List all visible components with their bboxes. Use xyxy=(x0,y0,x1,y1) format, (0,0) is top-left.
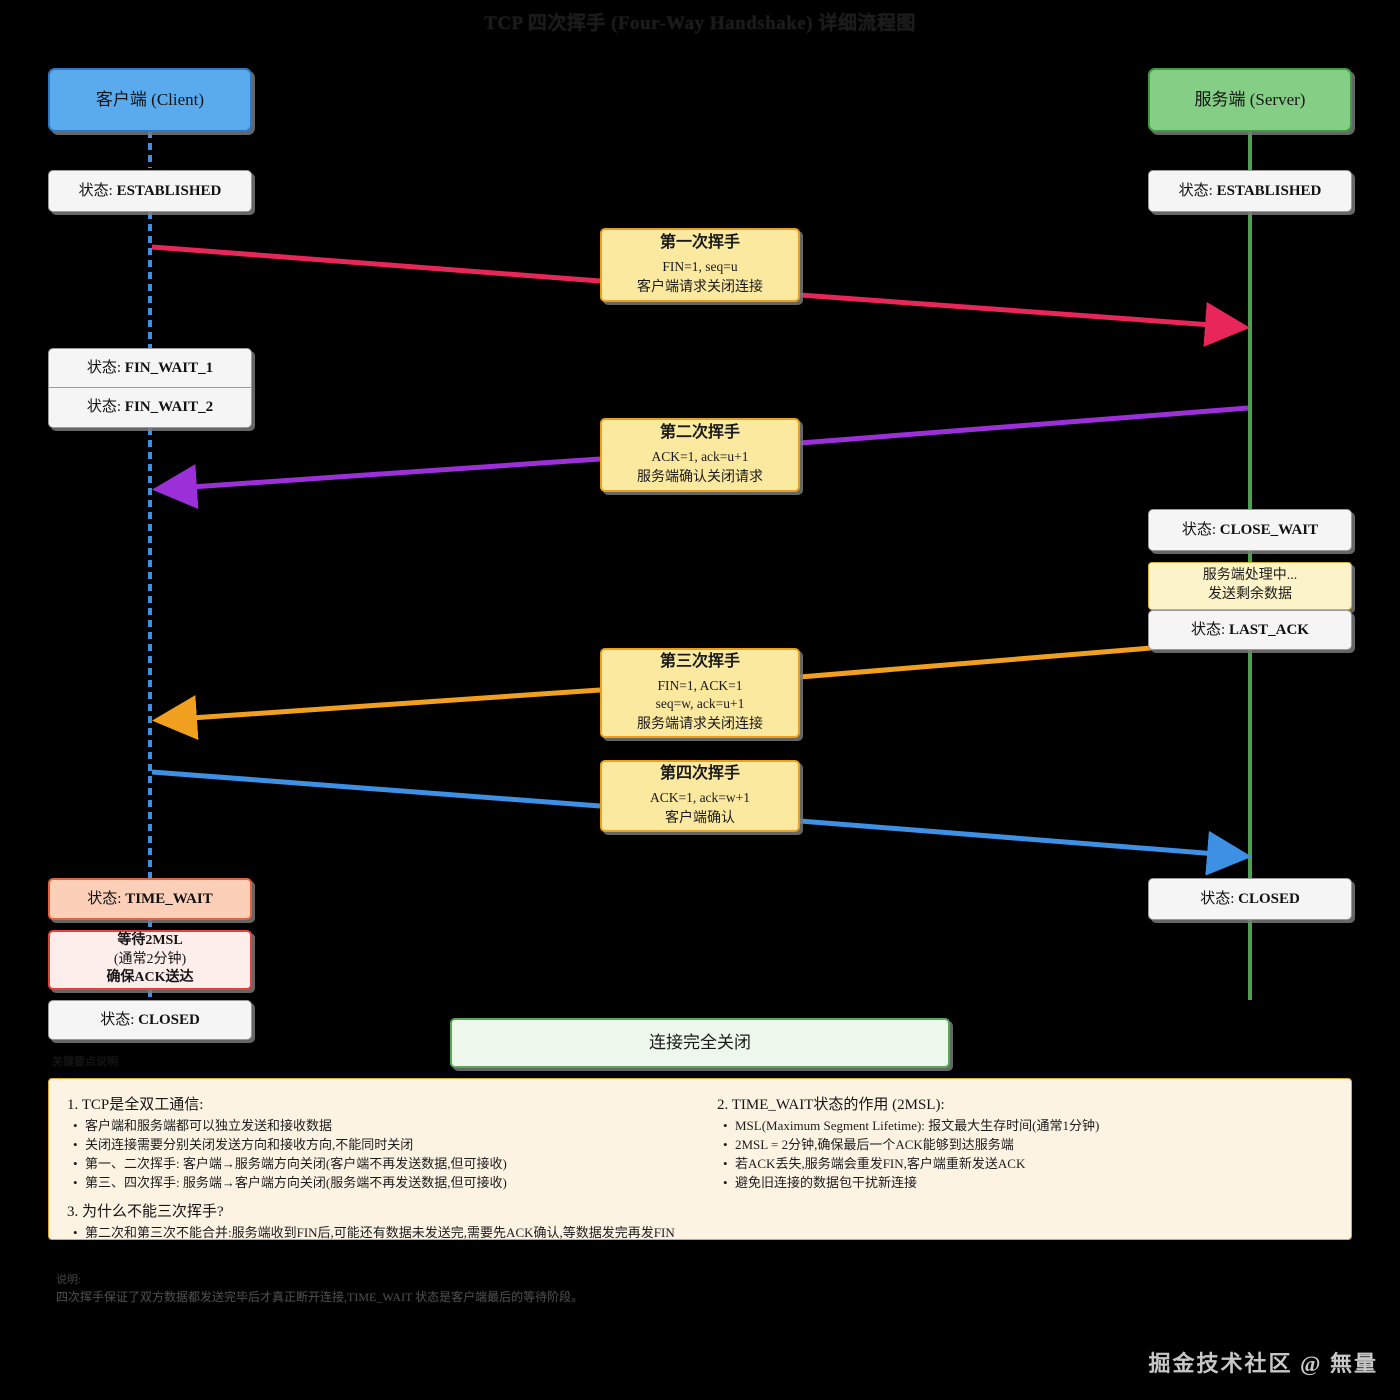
note-item: 2MSL = 2分钟,确保最后一个ACK能够到达服务端 xyxy=(717,1136,1333,1155)
state-value: FIN_WAIT_2 xyxy=(124,399,214,416)
message-flags: ACK=1, ack=u+1 xyxy=(651,448,749,464)
state-established-server[interactable]: 状态: ESTABLISHED xyxy=(1148,170,1352,212)
state-value: ESTABLISHED xyxy=(1216,182,1322,199)
state-prefix: 状态: xyxy=(86,399,125,416)
note-item: 避免旧连接的数据包干扰新连接 xyxy=(717,1174,1333,1193)
message-box-handshake-1[interactable]: 第一次挥手 FIN=1, seq=u 客户端请求关闭连接 xyxy=(600,228,800,302)
faint-caption-above-notes: 关键要点说明 xyxy=(52,1056,118,1068)
state-value: CLOSED xyxy=(1238,890,1300,907)
message-desc: 客户端请求关闭连接 xyxy=(637,279,763,295)
notes-column-left: 1. TCP是全双工通信: 客户端和服务端都可以独立发送和接收数据 关闭连接需要… xyxy=(67,1089,683,1243)
actor-server-label: 服务端 (Server) xyxy=(1194,89,1306,109)
state-prefix: 状态: xyxy=(1178,182,1217,199)
note-item: 第二次和第三次不能合并:服务端收到FIN后,可能还有数据未发送完,需要先ACK确… xyxy=(67,1224,683,1243)
state-fin-wait-1[interactable]: 状态: FIN_WAIT_1 xyxy=(48,348,252,388)
state-value: ESTABLISHED xyxy=(116,182,222,199)
state-value: FIN_WAIT_1 xyxy=(124,359,214,376)
note-item: 关闭连接需要分别关闭发送方向和接收方向,不能同时关闭 xyxy=(67,1136,683,1155)
note-item: 若ACK丢失,服务端会重发FIN,客户端重新发送ACK xyxy=(717,1155,1333,1174)
message-box-handshake-4[interactable]: 第四次挥手 ACK=1, ack=w+1 客户端确认 xyxy=(600,760,800,832)
actor-client-label: 客户端 (Client) xyxy=(95,89,205,109)
note-list: 第二次和第三次不能合并:服务端收到FIN后,可能还有数据未发送完,需要先ACK确… xyxy=(67,1224,683,1243)
note-heading: 2. TIME_WAIT状态的作用 (2MSL): xyxy=(717,1097,945,1113)
state-prefix: 状态: xyxy=(86,359,125,376)
notes-panel: 1. TCP是全双工通信: 客户端和服务端都可以独立发送和接收数据 关闭连接需要… xyxy=(48,1078,1352,1243)
message-desc: 服务端确认关闭请求 xyxy=(637,469,763,485)
final-connection-closed-box: 连接完全关闭 xyxy=(450,1018,950,1068)
msl-line-3: 确保ACK送达 xyxy=(106,970,194,986)
state-prefix: 状态: xyxy=(100,1011,139,1028)
note-heading: 3. 为什么不能三次挥手? xyxy=(67,1204,224,1221)
state-close-wait[interactable]: 状态: CLOSE_WAIT xyxy=(1148,509,1352,551)
message-flags: FIN=1, seq=u xyxy=(662,258,738,274)
state-value: LAST_ACK xyxy=(1228,621,1309,638)
note-list: 客户端和服务端都可以独立发送和接收数据 关闭连接需要分别关闭发送方向和接收方向,… xyxy=(67,1117,683,1192)
state-prefix: 状态: xyxy=(1200,890,1239,907)
state-last-ack[interactable]: 状态: LAST_ACK xyxy=(1148,610,1352,650)
state-established-client[interactable]: 状态: ESTABLISHED xyxy=(48,170,252,212)
message-title: 第四次挥手 xyxy=(659,765,740,783)
state-prefix: 状态: xyxy=(78,182,117,199)
note-item: 客户端和服务端都可以独立发送和接收数据 xyxy=(67,1117,683,1136)
message-box-handshake-3[interactable]: 第三次挥手 FIN=1, ACK=1 seq=w, ack=u+1 服务端请求关… xyxy=(600,648,800,738)
state-value: TIME_WAIT xyxy=(125,890,213,907)
server-processing-box: 服务端处理中... 发送剩余数据 xyxy=(1148,562,1352,610)
page-title: TCP 四次挥手 (Four-Way Handshake) 详细流程图 xyxy=(484,13,916,34)
note-item: 第一、二次挥手: 客户端→服务端方向关闭(客户端不再发送数据,但可接收) xyxy=(67,1155,683,1174)
state-value: CLOSED xyxy=(138,1011,200,1028)
faint-caption-below-title: 说明: xyxy=(56,1274,82,1286)
message-flags: ACK=1, ack=w+1 xyxy=(649,789,751,805)
message-title: 第三次挥手 xyxy=(659,653,740,671)
state-fin-wait-2[interactable]: 状态: FIN_WAIT_2 xyxy=(48,388,252,428)
msl-line-2: (通常2分钟) xyxy=(113,951,187,967)
note-item: MSL(Maximum Segment Lifetime): 报文最大生存时间(… xyxy=(717,1117,1333,1136)
state-prefix: 状态: xyxy=(1181,521,1220,538)
state-closed-server[interactable]: 状态: CLOSED xyxy=(1148,878,1352,920)
message-title: 第二次挥手 xyxy=(659,424,740,442)
server-process-line-1: 服务端处理中... xyxy=(1202,568,1298,584)
actor-server[interactable]: 服务端 (Server) xyxy=(1148,68,1352,132)
message-box-handshake-2[interactable]: 第二次挥手 ACK=1, ack=u+1 服务端确认关闭请求 xyxy=(600,418,800,492)
message-desc: 客户端确认 xyxy=(665,810,735,826)
actor-client[interactable]: 客户端 (Client) xyxy=(48,68,252,132)
state-closed-client[interactable]: 状态: CLOSED xyxy=(48,1000,252,1040)
note-item: 第三、四次挥手: 服务端→客户端方向关闭(服务端不再发送数据,但可接收) xyxy=(67,1174,683,1193)
state-time-wait[interactable]: 状态: TIME_WAIT xyxy=(48,878,252,920)
message-title: 第一次挥手 xyxy=(659,234,740,252)
note-list: MSL(Maximum Segment Lifetime): 报文最大生存时间(… xyxy=(717,1117,1333,1192)
faint-caption-below-body: 四次挥手保证了双方数据都发送完毕后才真正断开连接,TIME_WAIT 状态是客户… xyxy=(56,1290,584,1304)
state-prefix: 状态: xyxy=(87,890,126,907)
msl-line-1: 等待2MSL xyxy=(117,932,183,948)
time-wait-2msl-box: 等待2MSL (通常2分钟) 确保ACK送达 xyxy=(48,930,252,990)
final-box-label: 连接完全关闭 xyxy=(649,1032,751,1052)
state-value: CLOSE_WAIT xyxy=(1219,521,1319,538)
watermark: 掘金技术社区 @ 無量 xyxy=(1148,1351,1378,1376)
note-heading: 1. TCP是全双工通信: xyxy=(67,1097,204,1113)
message-desc: 服务端请求关闭连接 xyxy=(637,717,763,733)
notes-column-right: 2. TIME_WAIT状态的作用 (2MSL): MSL(Maximum Se… xyxy=(717,1089,1333,1229)
message-flags-2: seq=w, ack=u+1 xyxy=(655,695,745,711)
server-process-line-2: 发送剩余数据 xyxy=(1208,587,1292,602)
message-flags: FIN=1, ACK=1 xyxy=(657,677,743,693)
state-prefix: 状态: xyxy=(1191,621,1229,638)
